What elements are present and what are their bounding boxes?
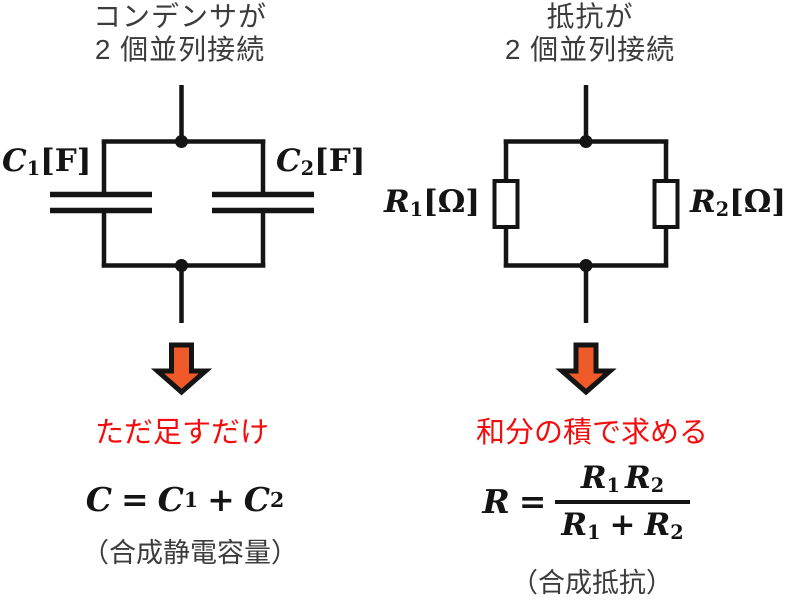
capacitor1-subscript: 1	[26, 157, 41, 181]
numerator-r2: R	[625, 460, 651, 496]
denominator-r1-sub: 1	[587, 520, 601, 544]
right-title-line2: 2 個並列接続	[504, 34, 676, 65]
left-down-arrow-icon	[150, 342, 213, 396]
formula-c-plus: +	[207, 480, 235, 519]
resistor2-symbol: R	[690, 184, 716, 220]
resistor1-label: R1[Ω]	[384, 184, 480, 221]
resistor2-subscript: 2	[715, 198, 730, 222]
resistor1-symbol: R	[384, 184, 410, 220]
resistor2-label: R2[Ω]	[690, 184, 786, 221]
capacitor2-label: C2[F]	[276, 143, 365, 180]
numerator-r1-sub: 1	[606, 474, 621, 498]
left-caption: （合成静電容量）	[82, 538, 298, 568]
capacitor2-symbol: C	[276, 143, 301, 179]
capacitor1-symbol: C	[2, 143, 27, 179]
resistor2-unit: [Ω]	[729, 184, 787, 220]
formula-c-term2: C	[243, 480, 271, 519]
formula-c-term2-sub: 2	[270, 487, 285, 512]
capacitor-parallel-circuit	[50, 85, 314, 323]
capacitor2-unit: [F]	[314, 143, 366, 179]
fraction-denominator: R1+R2	[555, 505, 689, 546]
left-title-line1: コンデンサが	[92, 1, 267, 32]
left-title: コンデンサが 2 個並列接続	[30, 0, 330, 66]
right-title: 抵抗が 2 個並列接続	[440, 0, 740, 66]
formula-c-equals: =	[120, 480, 149, 519]
numerator-r1: R	[580, 460, 607, 496]
denominator-r1: R	[561, 506, 588, 543]
resistor1-unit: [Ω]	[423, 184, 481, 220]
denominator-r2-sub: 2	[670, 520, 684, 544]
numerator-r2-sub: 2	[650, 474, 665, 498]
right-note: 和分の積で求める	[475, 417, 708, 449]
cap-top-junction-dot	[175, 135, 188, 148]
formula-r-equals: =	[518, 482, 547, 522]
left-note: ただ足すだけ	[94, 417, 269, 449]
capacitor2-subscript: 2	[300, 157, 315, 181]
capacitor1-label: C1[F]	[2, 143, 91, 180]
res-top-junction-dot	[579, 135, 593, 148]
formula-c-lhs: C	[85, 480, 112, 519]
right-down-arrow-icon	[555, 342, 617, 396]
denominator-r2: R	[644, 506, 671, 543]
formula-r-lhs: R	[482, 482, 510, 522]
right-title-line1: 抵抗が	[546, 1, 634, 32]
resistor1-subscript: 1	[409, 198, 424, 222]
right-caption: （合成抵抗）	[511, 568, 673, 598]
cap-bottom-junction-dot	[175, 259, 188, 272]
resistor2-body	[652, 179, 680, 229]
resistor1-body	[492, 179, 520, 229]
capacitor1-unit: [F]	[40, 143, 92, 179]
formula-c-term1-sub: 1	[183, 487, 199, 512]
resistor-parallel-circuit	[492, 85, 680, 323]
denominator-plus: +	[609, 506, 636, 543]
fraction-bar	[555, 500, 690, 504]
res-bottom-junction-dot	[579, 259, 593, 272]
formula-c-term1: C	[157, 480, 184, 519]
left-title-line2: 2 個並列接続	[94, 34, 266, 65]
